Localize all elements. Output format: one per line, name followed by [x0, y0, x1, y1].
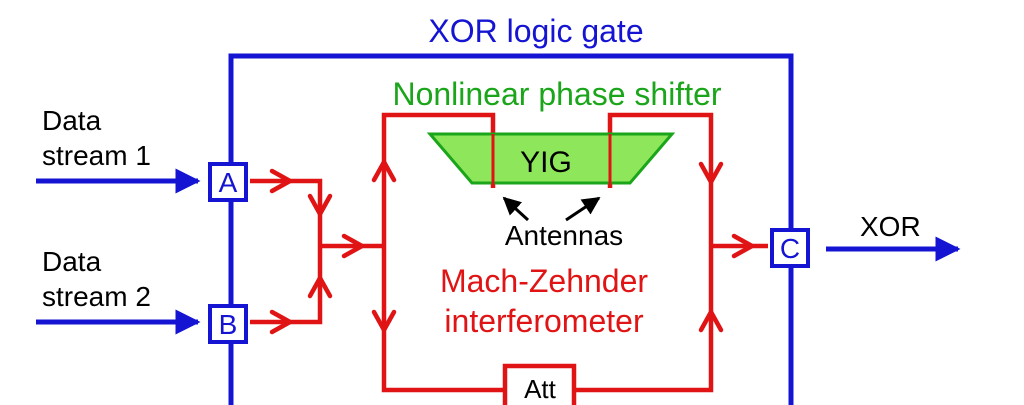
port-a-label: A	[219, 167, 238, 198]
interferometer-label-line1: Mach-Zehnder	[440, 263, 648, 299]
port-b-label: B	[219, 309, 238, 340]
flow-chevrons	[269, 159, 755, 335]
input2-label-line1: Data	[42, 246, 102, 277]
input1-label-line1: Data	[42, 105, 102, 136]
output-label: XOR	[860, 211, 921, 242]
yig-label: YIG	[520, 146, 572, 179]
input2-label-line2: stream 2	[42, 281, 151, 312]
lower-arm	[381, 246, 505, 393]
interferometer-label-line2: interferometer	[444, 303, 644, 339]
port-c-label: C	[780, 233, 800, 264]
attenuator-box	[502, 363, 577, 405]
attenuator-label: Att	[524, 374, 557, 404]
antenna-pointer-right	[565, 196, 601, 222]
port-a-box	[208, 162, 248, 202]
phase-shifter-label: Nonlinear phase shifter	[392, 76, 721, 112]
input1-label-line2: stream 1	[42, 140, 151, 171]
antenna-pointer-left	[502, 196, 530, 222]
path-from-b	[250, 246, 323, 325]
port-c-box	[770, 228, 810, 268]
diagram-title: XOR logic gate	[428, 13, 643, 49]
path-from-a	[250, 178, 323, 246]
antennas-label: Antennas	[505, 220, 623, 251]
port-b-box	[208, 304, 248, 344]
